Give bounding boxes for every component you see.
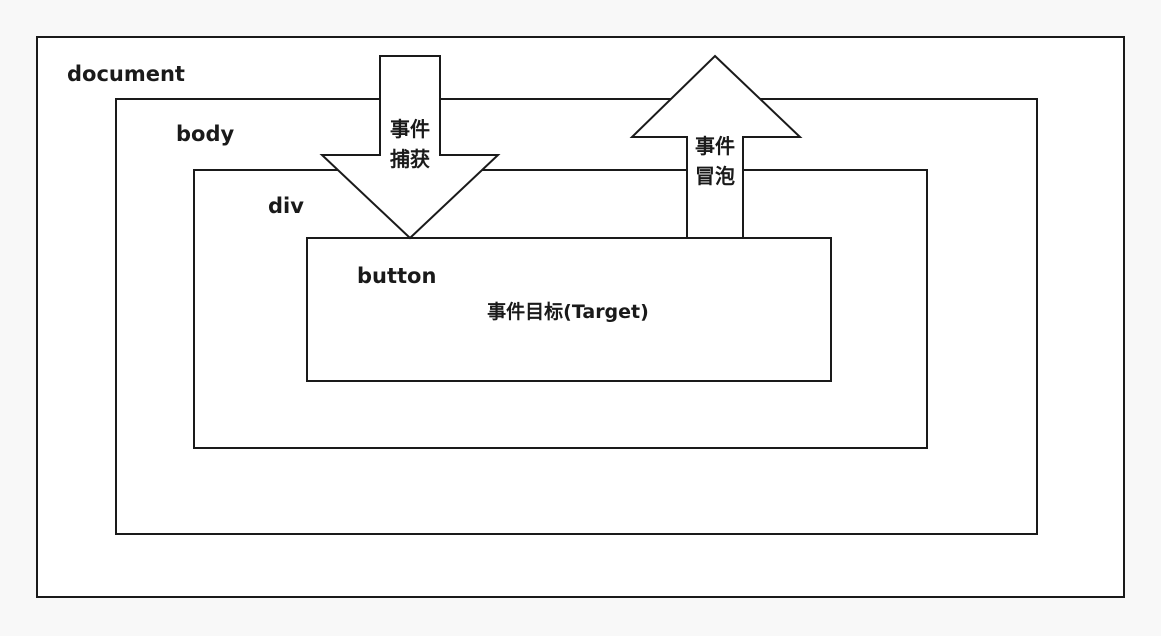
capture-arrow-shape (319, 55, 501, 240)
button-label: button (357, 264, 436, 288)
bubble-arrow-label-line1: 事件 (695, 134, 735, 158)
event-target-label: 事件目标(Target) (487, 300, 649, 323)
div-label: div (268, 194, 304, 218)
capture-arrow: 事件 捕获 (319, 55, 501, 240)
capture-arrow-label-line2: 捕获 (390, 147, 430, 171)
document-label: document (67, 62, 185, 86)
button-box: button 事件目标(Target) (306, 237, 832, 382)
body-label: body (176, 122, 234, 146)
bubble-arrow-label-line2: 冒泡 (695, 164, 735, 188)
bubble-arrow: 事件 冒泡 (629, 54, 803, 239)
capture-arrow-label-line1: 事件 (390, 117, 430, 141)
bubble-arrow-shape (629, 54, 803, 239)
